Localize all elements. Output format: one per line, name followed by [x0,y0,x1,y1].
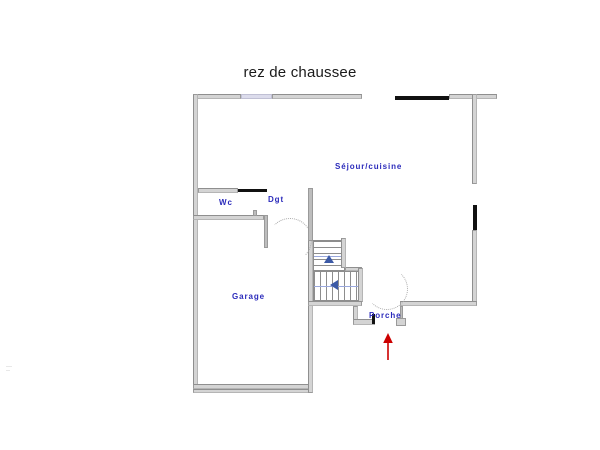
door-swing-dgt [268,218,312,262]
wall-garage-door [193,389,313,393]
entry-direction-arrow [383,333,393,360]
window-top-right-dark [395,96,449,100]
window-right-dark [473,205,477,230]
room-label-dgt: Dgt [268,195,285,204]
wall-top-left-a [193,94,241,99]
room-label-garage: Garage [232,292,265,301]
wall-wc-door-jamb [253,210,257,216]
porche-left-post [372,314,375,324]
wall-wc-bottom [193,215,264,220]
door-swing-porche [366,268,408,310]
wall-sejour-bottom-right [400,301,477,306]
porche-right-pillar-base [396,318,406,326]
wall-stair-right [341,238,346,268]
scan-speck-left [6,366,12,367]
wall-right-upper [472,94,477,184]
wall-left-outer [193,94,198,389]
window-top-left [241,94,272,99]
wall-dgt-right [264,215,268,248]
stair-up-arrow [324,255,334,263]
wall-stair-right-lower [358,268,363,302]
scan-speck-left-2 [6,370,10,371]
wall-wc-top [198,188,238,193]
room-label-sejour-cuisine: Séjour/cuisine [335,162,403,171]
page-title: rez de chaussee [243,64,357,81]
stair-direction-arrow [330,280,338,290]
wall-top-left-b [272,94,362,99]
wall-stair-bottom [308,301,362,306]
wall-sejour-stair-divider [308,188,313,241]
room-label-wc: Wc [219,198,233,207]
room-label-porche: Porche [369,311,402,320]
wall-right-lower [472,230,477,306]
stair-flight-lower [313,271,362,301]
window-wc-dark [237,189,267,192]
